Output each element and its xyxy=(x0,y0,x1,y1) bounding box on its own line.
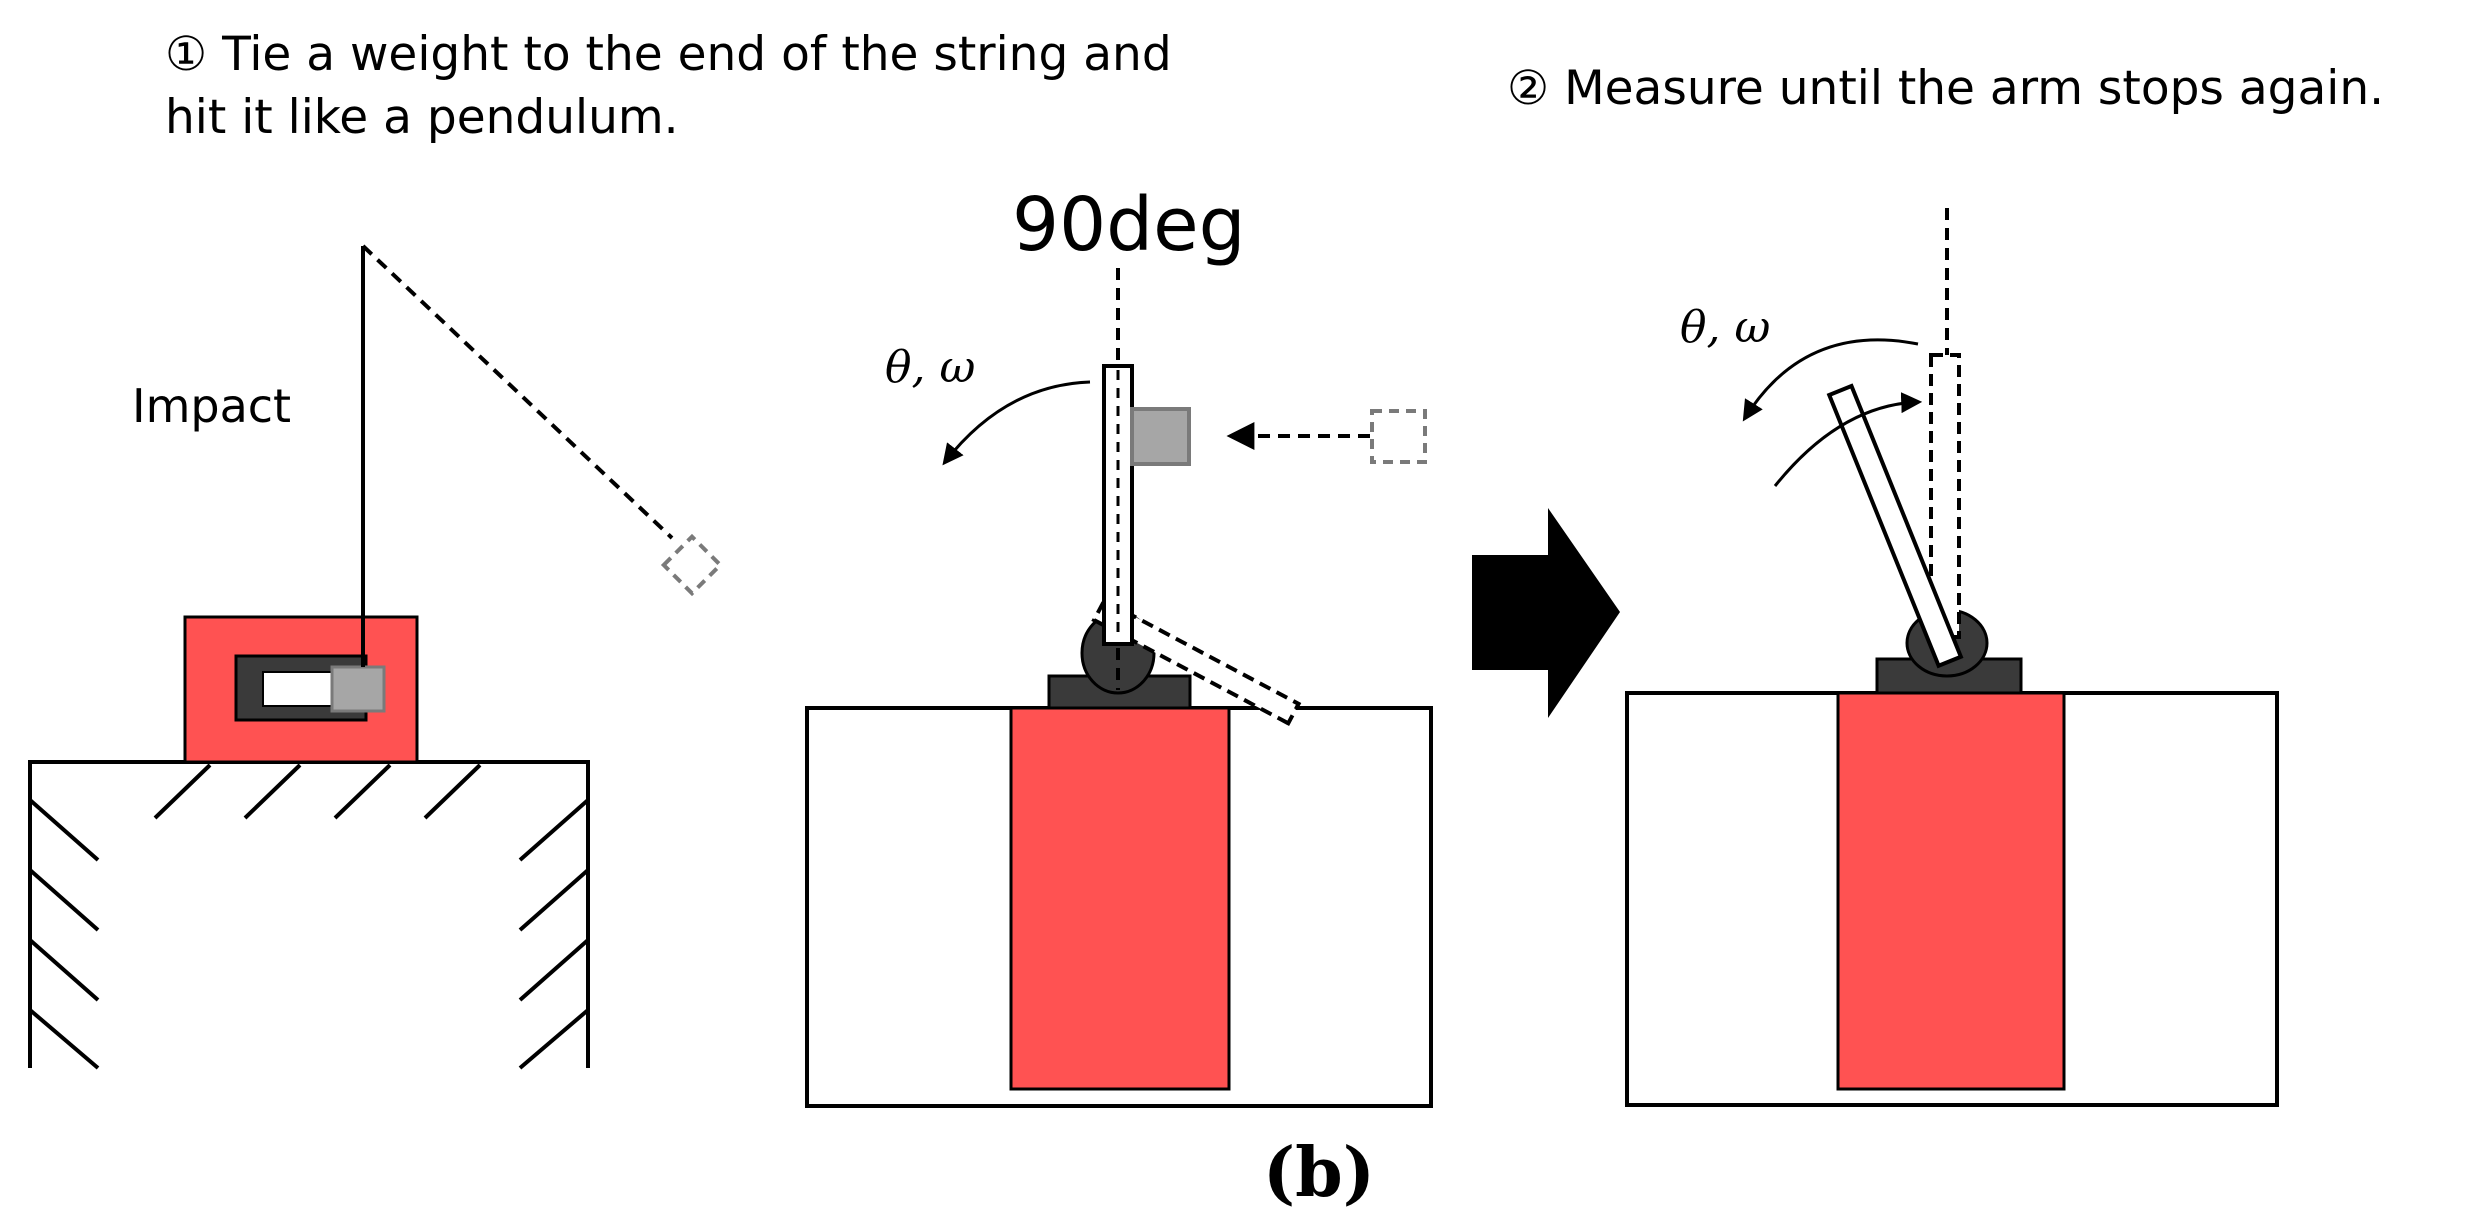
angle-90deg-label: 90deg xyxy=(1012,182,1246,268)
arm-tilted xyxy=(1826,383,1964,669)
theta-omega-label-after: θ, ω xyxy=(1680,302,1770,353)
weight-raised xyxy=(660,533,724,597)
impact-test-setup: Impact xyxy=(28,244,724,1070)
theta-omega-label: θ, ω xyxy=(885,342,975,393)
rotation-arrow xyxy=(942,380,1091,466)
pendulum-string-swung xyxy=(361,244,674,540)
impact-label: Impact xyxy=(132,379,291,433)
panel-label: (b) xyxy=(1263,1133,1375,1213)
step1-instruction-line1: ① Tie a weight to the end of the string … xyxy=(165,27,1172,82)
device-slot-window xyxy=(262,671,334,707)
step1-instruction-line2: hit it like a pendulum. xyxy=(165,90,679,145)
arm-target-position xyxy=(1091,597,1302,727)
measurement-device-after: θ, ω xyxy=(1625,208,2279,1107)
red-core xyxy=(1009,706,1231,1091)
weight-at-rest xyxy=(330,665,386,713)
swing-arrow-inner xyxy=(1773,392,1923,487)
weight-striking xyxy=(1130,407,1191,466)
swing-arrow-outer xyxy=(1742,338,1919,422)
weight-incoming xyxy=(1370,409,1427,464)
step2-instruction: ② Measure until the arm stops again. xyxy=(1507,61,2384,116)
transition-arrow xyxy=(1472,508,1620,718)
red-core-after xyxy=(1836,691,2066,1091)
hatch-marks xyxy=(28,763,590,1070)
fixed-base xyxy=(28,760,590,1068)
measurement-device-initial: 90deg θ, ω xyxy=(805,182,1433,1108)
